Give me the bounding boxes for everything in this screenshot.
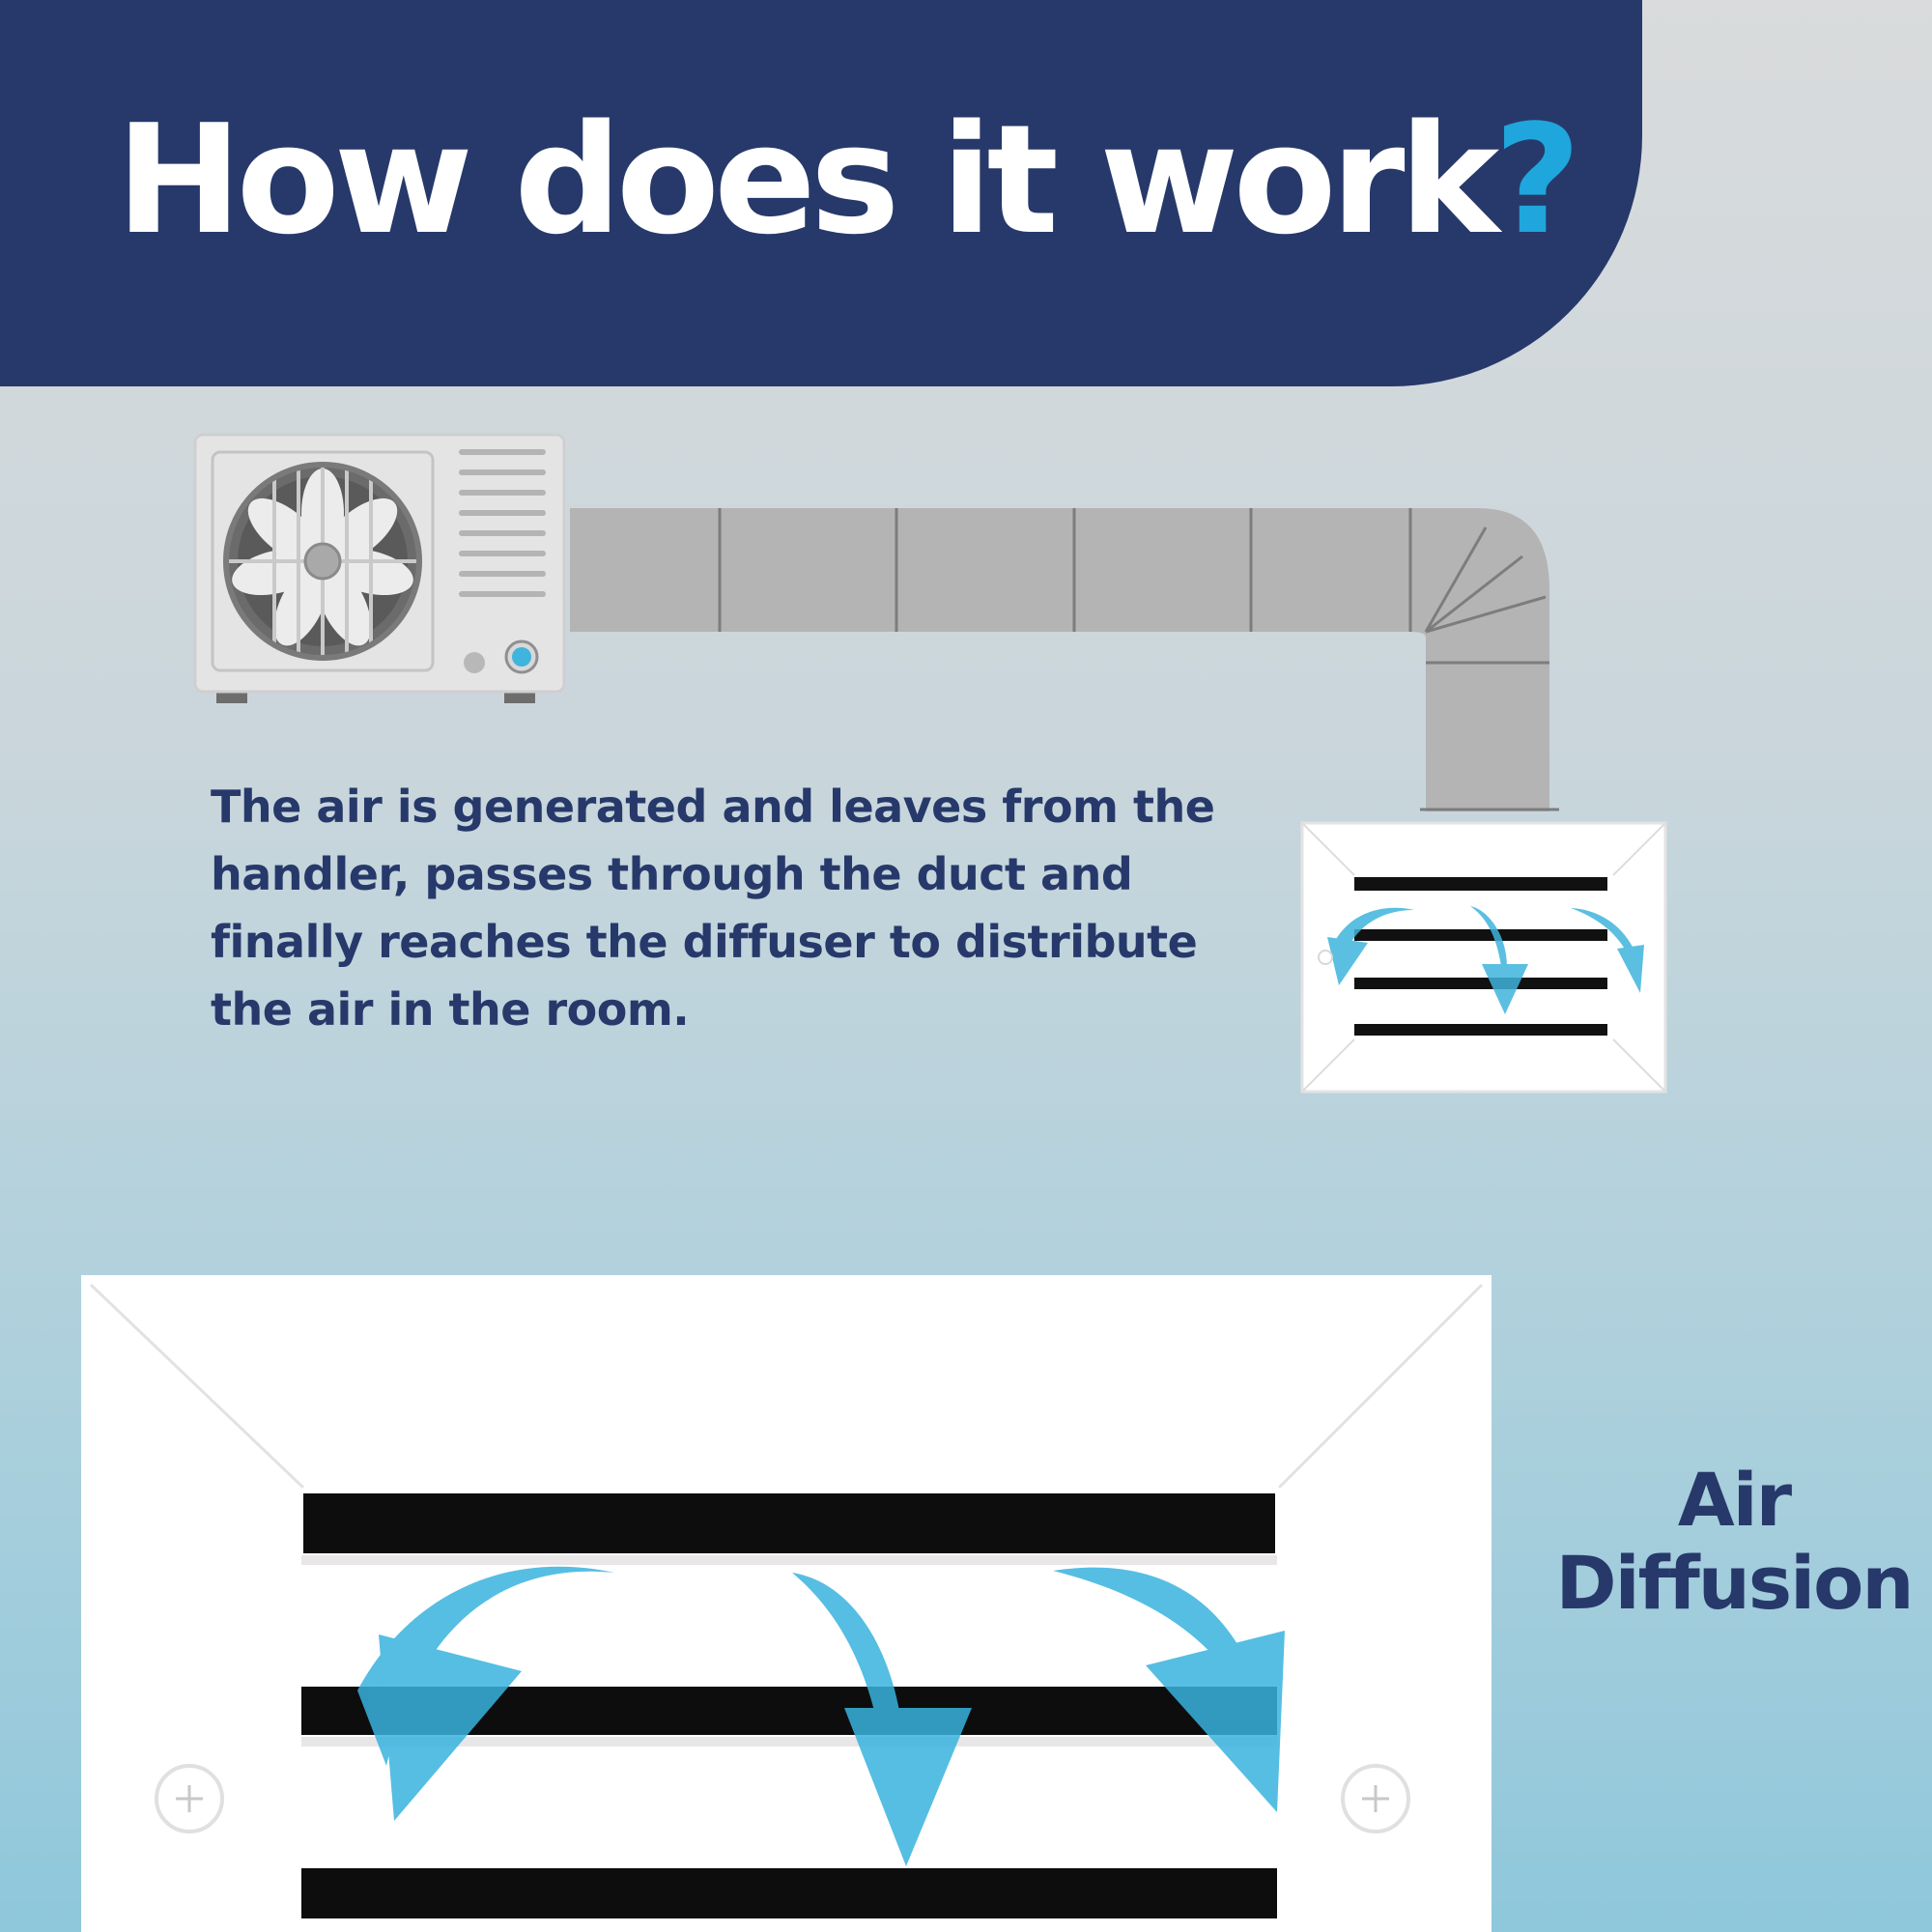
header-banner [0, 0, 1642, 386]
airflow-arrow-icon [357, 1566, 1285, 1866]
air-handler-icon [193, 433, 566, 703]
duct-icon [570, 508, 1559, 811]
description-text: The air is generated and leaves from the… [211, 781, 1215, 1036]
diffuser-icon-large [81, 1275, 1492, 1932]
page-title: How does it work? [116, 104, 1581, 255]
title-text: How does it work [116, 92, 1499, 268]
diffuser-icon-small [1300, 821, 1667, 1094]
air-diffusion-line2: Diffusion [1555, 1540, 1915, 1626]
fan-icon [223, 462, 422, 661]
air-diffusion-line1: Air [1677, 1457, 1792, 1543]
title-question-mark: ? [1493, 92, 1581, 268]
